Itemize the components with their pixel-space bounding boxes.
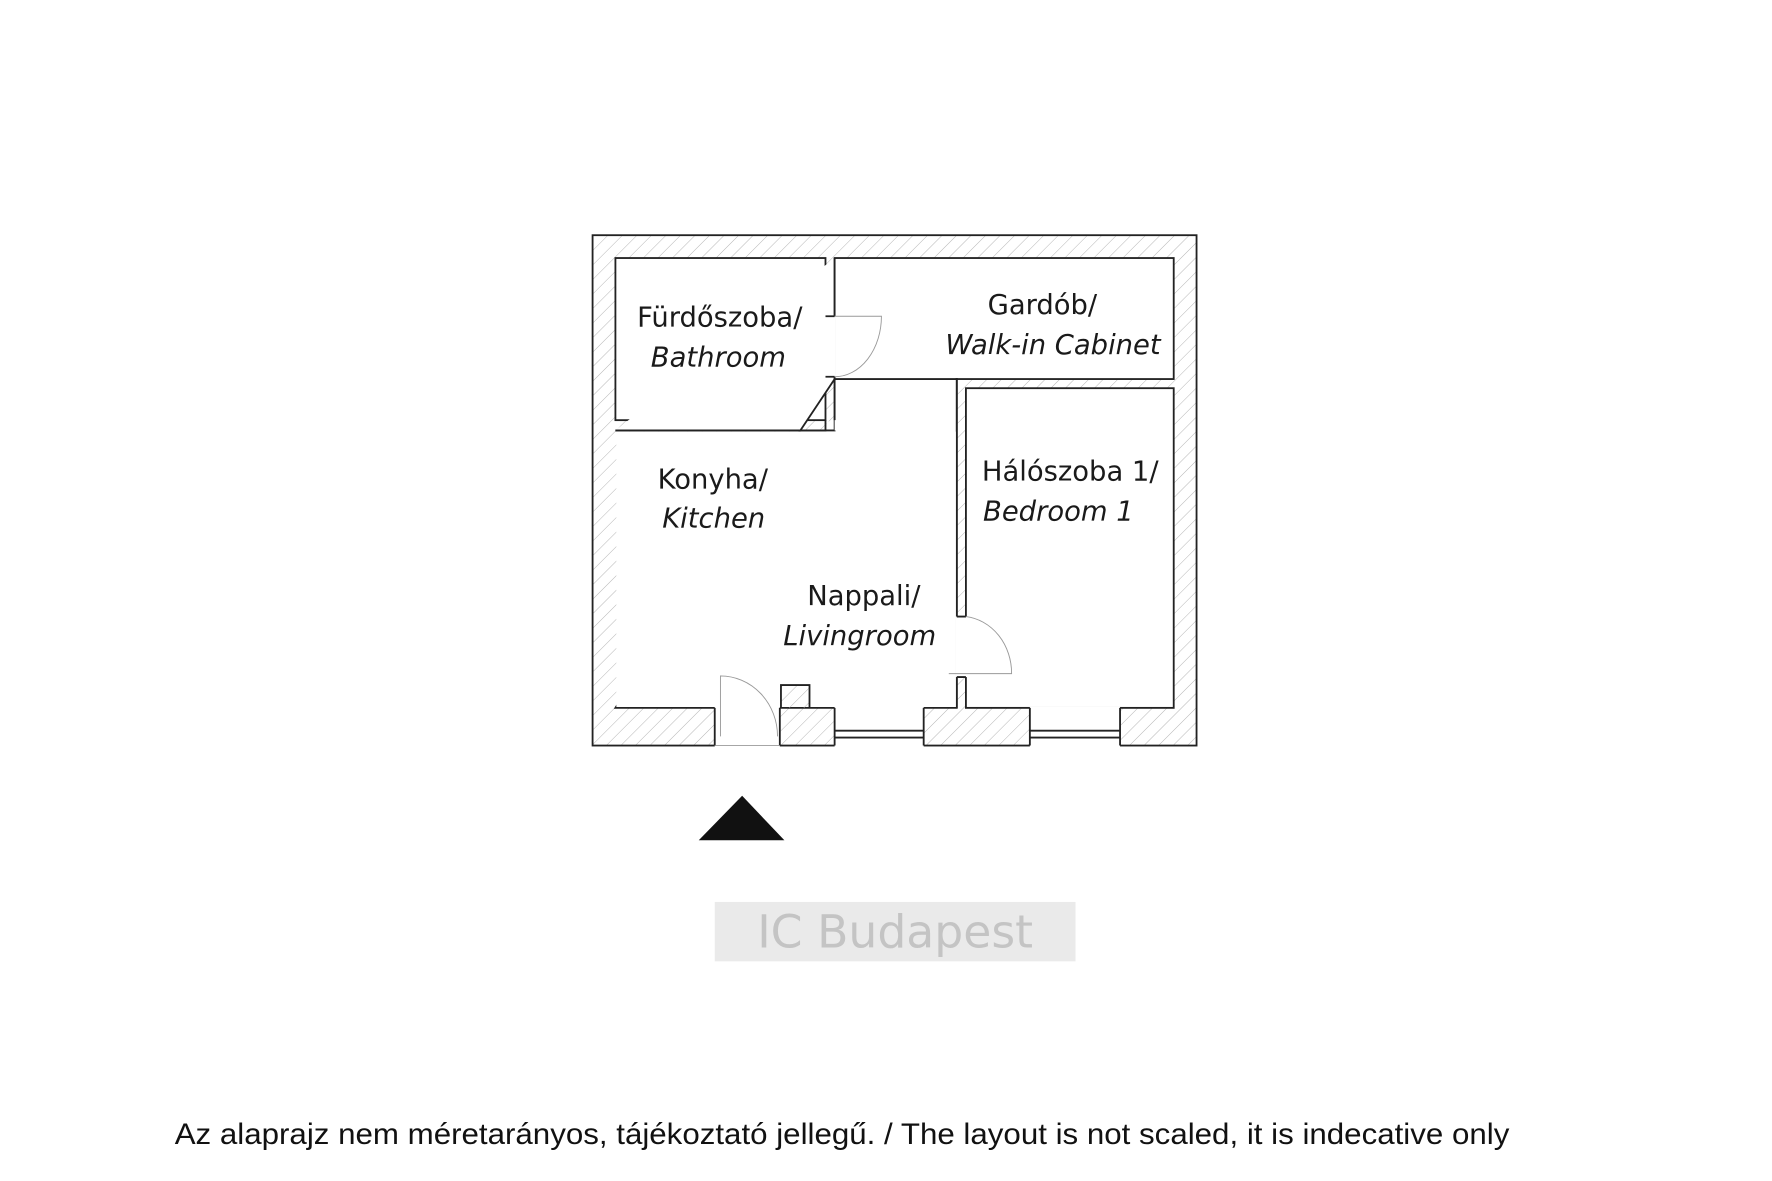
window-2 (1029, 706, 1121, 747)
entrance-door-swing (714, 675, 780, 747)
bathroom-door-swing (834, 315, 882, 378)
room-label-walkin: Gardób/ (988, 290, 1098, 321)
disclaimer-text: Az alaprajz nem méretarányos, tájékoztat… (175, 1118, 1510, 1151)
room-label-kitchen-en: Kitchen (662, 503, 765, 534)
room-label-bathroom: Fürdőszoba/ (637, 303, 803, 334)
room-label-kitchen: Konyha/ (658, 465, 769, 496)
room-label-bedroom-en: Bedroom 1 (983, 497, 1134, 528)
room-label-bathroom-en: Bathroom (651, 342, 786, 373)
bathroom-door-opening (824, 316, 836, 377)
watermark-band (714, 901, 1076, 962)
window-1 (834, 706, 924, 747)
room-label-living: Nappali/ (807, 581, 921, 612)
watermark: IC Budapest (757, 906, 1033, 959)
room-bedroom (965, 387, 1175, 709)
entrance-triangle-icon (698, 795, 785, 841)
bedroom-door-swing (948, 616, 1013, 675)
bedroom-door-opening (955, 616, 968, 678)
room-label-bedroom: Hálószoba 1/ (982, 457, 1159, 488)
room-label-walkin-en: Walk-in Cabinet (945, 330, 1162, 361)
chimney-notch (780, 684, 811, 708)
entrance-door-opening (714, 706, 780, 747)
room-label-living-en: Livingroom (783, 621, 936, 652)
